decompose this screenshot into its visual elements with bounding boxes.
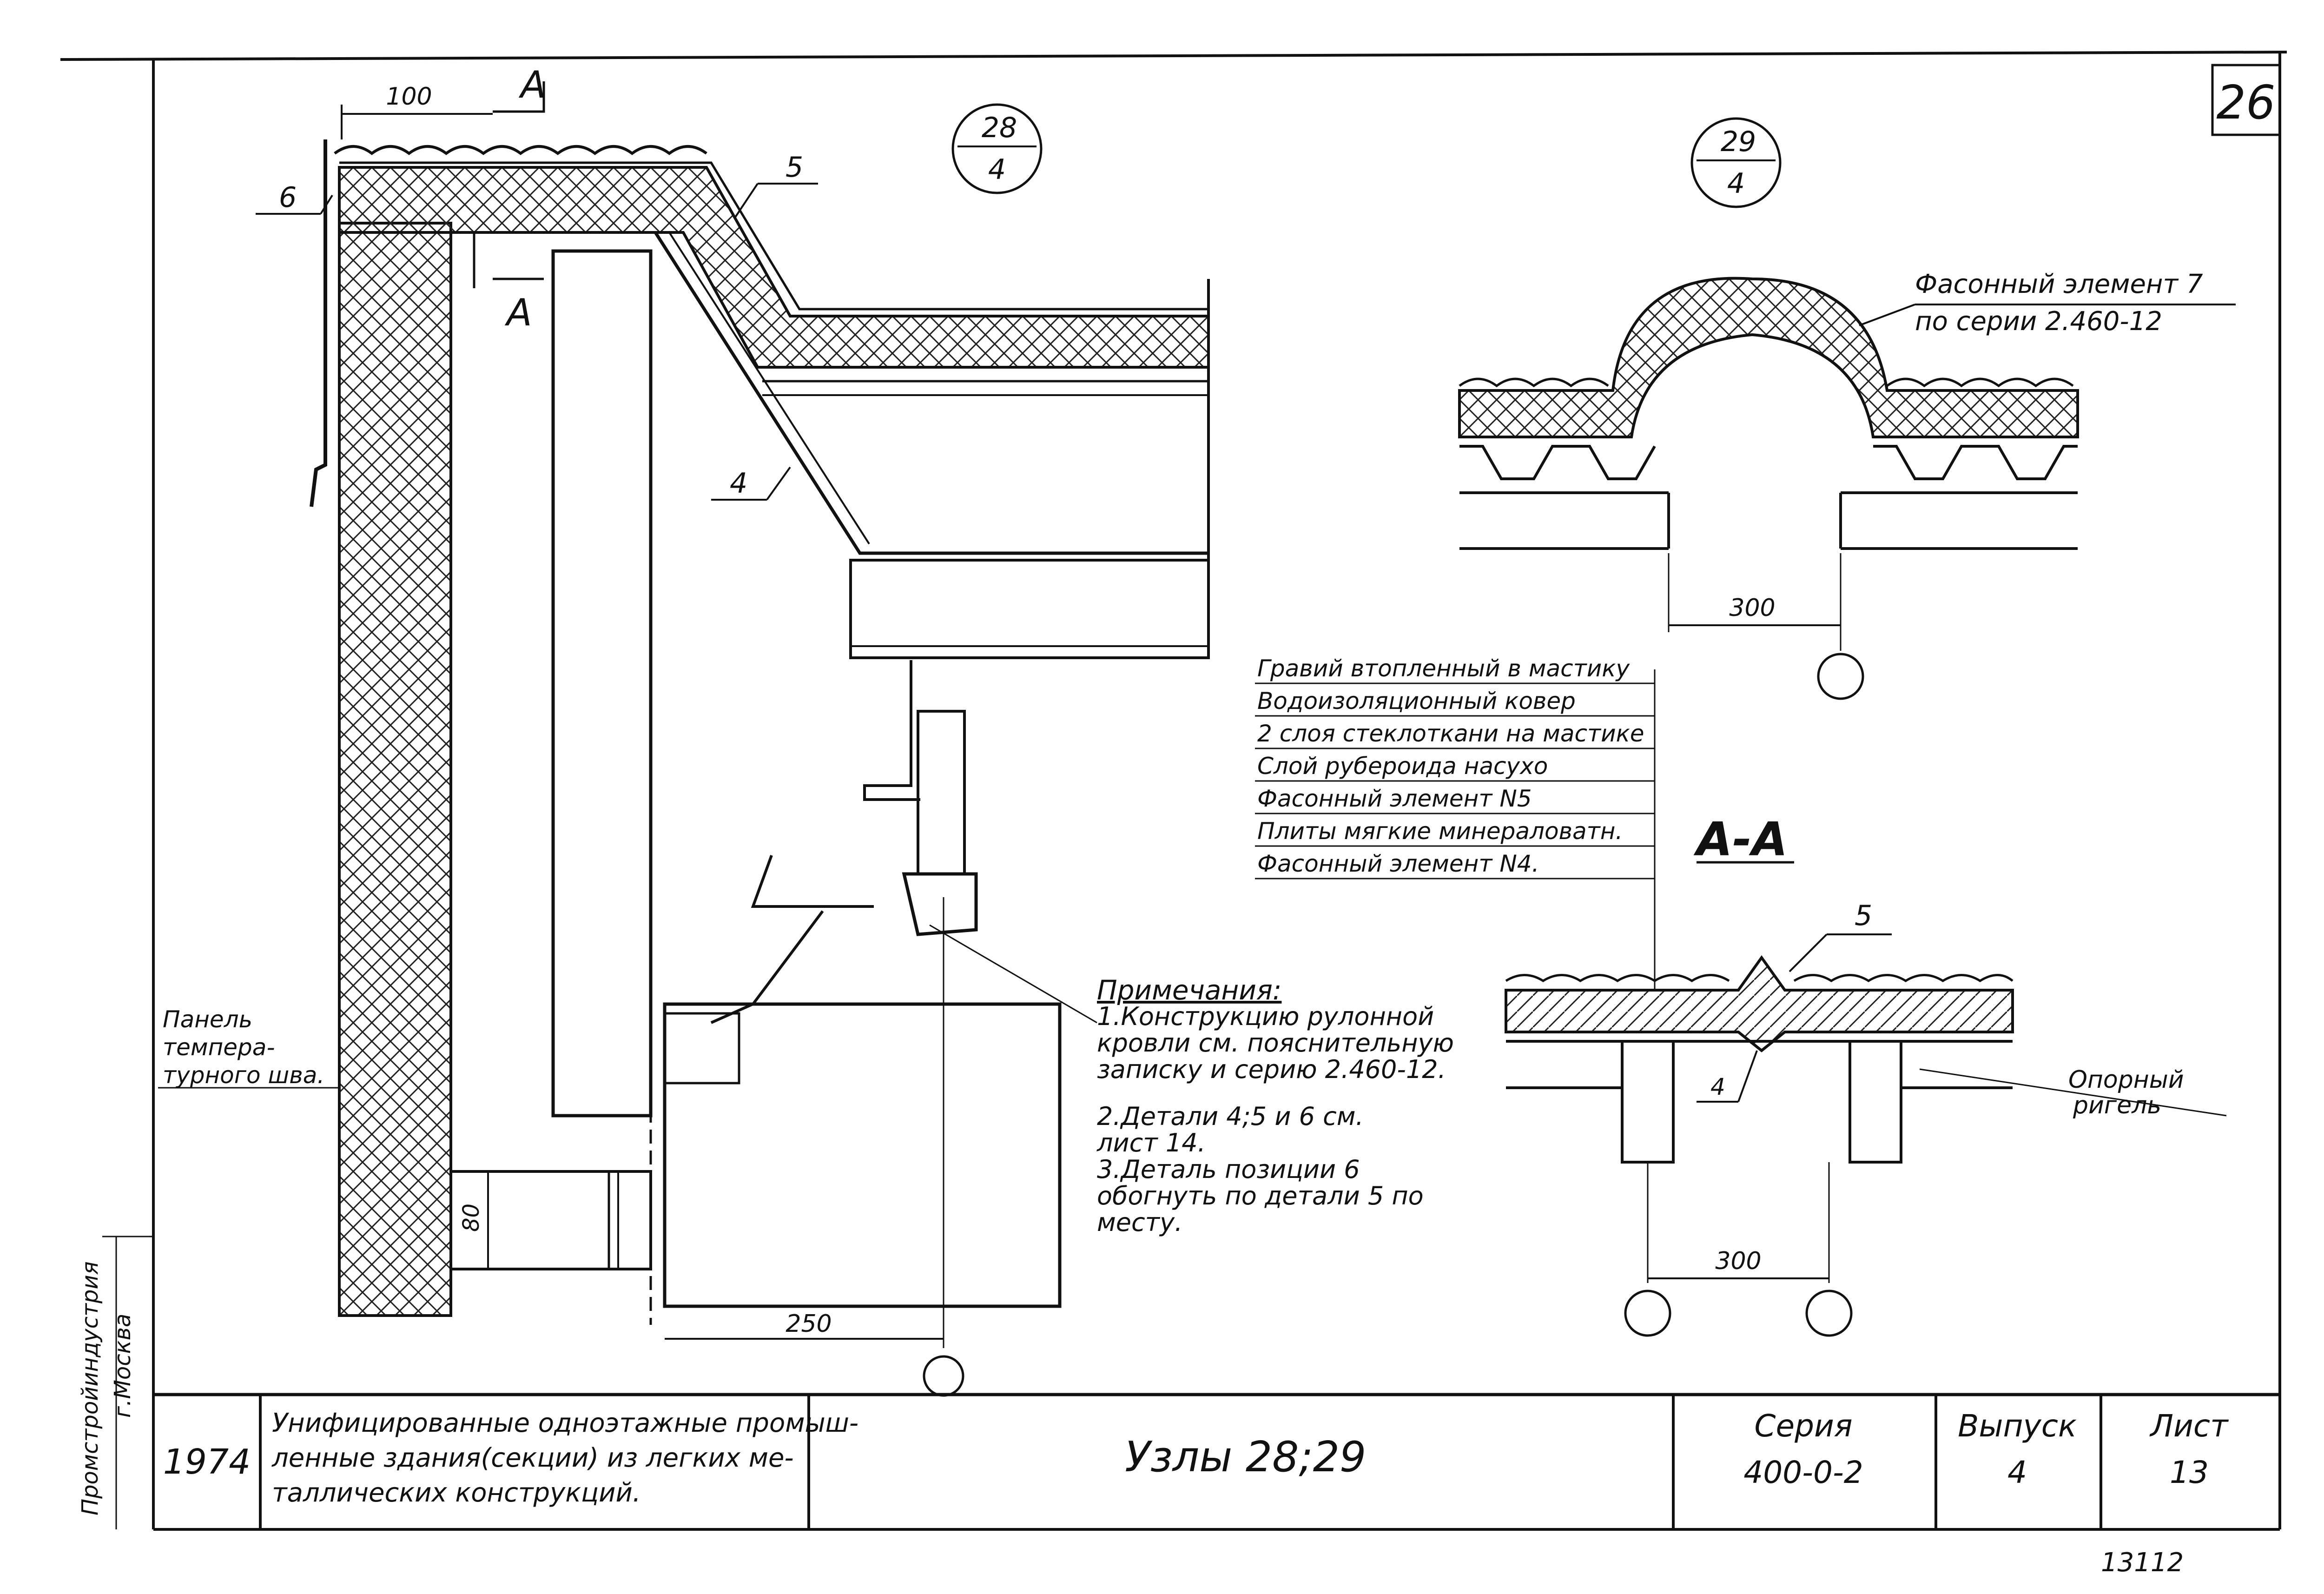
section-cut-top: A (518, 63, 546, 106)
note-line-3: записку и серию 2.460-12. (1097, 1055, 1446, 1084)
gutter-bracket (902, 872, 978, 936)
corner-number-box (2211, 64, 2281, 136)
section-a-a-label: A-A (1693, 812, 1788, 866)
sheet-label: Лист (2149, 1408, 2229, 1444)
layer-7: Фасонный элемент N4. (1257, 850, 1539, 877)
shaped-element-7-line-1: Фасонный элемент 7 (1915, 269, 2203, 299)
support-beam (849, 559, 1210, 659)
shaped-element-7-line-2: по серии 2.460-12 (1915, 306, 2162, 337)
panel-label-line-2: темпера- (163, 1034, 275, 1061)
callout-4: 4 (730, 467, 747, 500)
callout-5-section: 5 (1855, 900, 1872, 932)
series-value: 400-0-2 (1743, 1455, 1863, 1490)
node-28-number: 28 (982, 112, 1017, 144)
callout-6: 6 (279, 181, 297, 214)
dim-300-bottom: 300 (1715, 1247, 1761, 1275)
layer-2: Водоизоляционный ковер (1257, 688, 1576, 714)
node-29-detail: 29 4 300 Фасонный элемент 7 по серии 2.4… (1255, 117, 2236, 1337)
node-28-marker (951, 103, 1043, 194)
title-desc-line-2: ленные здания(секции) из легких ме- (271, 1443, 794, 1473)
bottom-sheet-number: 13112 (2101, 1548, 2184, 1578)
note-line-2: кровли см. пояснительную (1097, 1028, 1454, 1058)
panel-label-line-3: турного шва. (163, 1062, 324, 1089)
issue-label: Выпуск (1958, 1408, 2077, 1444)
node-29-number: 29 (1721, 126, 1756, 158)
gutter-box (663, 1002, 1062, 1308)
node-28-detail: 28 4 A A 100 6 5 (158, 63, 1210, 1397)
layer-1: Гравий втопленный в мастику (1257, 655, 1630, 682)
sheet-value: 13 (2170, 1455, 2209, 1490)
layers-legend: Гравий втопленный в мастику Водоизоляцио… (1255, 655, 1656, 981)
support-beam-line-2: ригель (2073, 1091, 2161, 1119)
callout-5: 5 (786, 151, 803, 184)
layer-6: Плиты мягкие минераловатн. (1257, 818, 1623, 845)
vertical-post (551, 249, 653, 1118)
note-line-6: 3.Деталь позиции 6 (1097, 1155, 1360, 1184)
title-desc-line-1: Унифицированные одноэтажные промыш- (272, 1408, 858, 1438)
series-label: Серия (1754, 1408, 1852, 1444)
shaped-element-4 (654, 231, 1208, 555)
layer-3: 2 слоя стеклоткани на мастике (1257, 720, 1644, 747)
node-29-sheet: 4 (1727, 167, 1745, 200)
node-29-marker (1690, 117, 1782, 208)
dim-100: 100 (386, 83, 432, 111)
section-cut-bottom: A (504, 291, 532, 334)
section-insulation (1505, 955, 2014, 1052)
callout-4-section: 4 (1710, 1073, 1725, 1100)
notes-block: Примечания: 1.Конструкцию рулонной кровл… (1096, 974, 1454, 1237)
gravel-layer (334, 145, 707, 155)
note-line-1: 1.Конструкцию рулонной (1097, 1002, 1434, 1031)
dim-80: 80 (458, 1204, 484, 1232)
support-beam-line-1: Опорный (2068, 1066, 2184, 1094)
notes-title: Примечания: (1097, 974, 1281, 1006)
layer-4: Слой рубероида насухо (1257, 753, 1548, 780)
side-stamp-line-1: Промстройиндустрия (77, 1261, 103, 1515)
dim-300-top: 300 (1729, 594, 1775, 622)
note-line-7: обогнуть по детали 5 по (1097, 1181, 1424, 1210)
issue-value: 4 (2007, 1455, 2027, 1490)
temperature-joint-panel (338, 222, 452, 1317)
layer-5: Фасонный элемент N5 (1257, 785, 1532, 812)
panel-label-line-1: Панель (163, 1006, 252, 1033)
arch-expansion-joint (1458, 277, 2079, 438)
side-stamp-line-2: г.Москва (110, 1314, 136, 1418)
flashing-detail-6 (310, 139, 327, 507)
dim-250: 250 (786, 1310, 832, 1338)
note-line-8: месту. (1097, 1208, 1182, 1237)
title-block: 1974 Унифицированные одноэтажные промыш-… (153, 1393, 2280, 1529)
drawing-title: Узлы 28;29 (1125, 1433, 1366, 1482)
frame-top (60, 51, 2287, 61)
title-desc-line-3: таллических конструкций. (272, 1478, 641, 1508)
note-line-5: лист 14. (1096, 1128, 1206, 1157)
corner-sheet-number: 26 (2216, 75, 2275, 130)
node-28-sheet: 4 (988, 153, 1006, 186)
title-year: 1974 (163, 1442, 251, 1482)
note-line-4: 2.Детали 4;5 и 6 см. (1097, 1102, 1364, 1131)
